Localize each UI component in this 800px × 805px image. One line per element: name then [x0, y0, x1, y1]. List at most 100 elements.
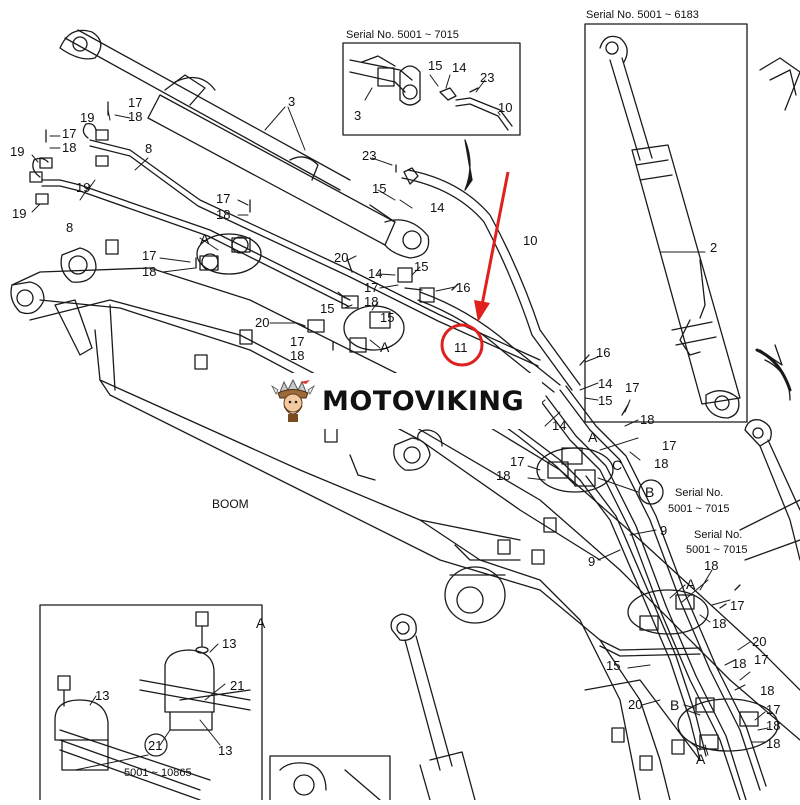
callout-18c: 18 — [216, 207, 230, 222]
mid-serial-line1: Serial No. — [694, 529, 742, 541]
detail-letter-a6: A — [256, 615, 266, 631]
callout-10a: 10 — [523, 233, 537, 248]
callout-15e: 15 — [598, 393, 612, 408]
callout-13b: 13 — [218, 743, 232, 758]
callout-16b: 16 — [596, 345, 610, 360]
callout-20a: 20 — [334, 250, 348, 265]
callout-8b: 8 — [66, 220, 73, 235]
callout-21a: 21 — [230, 678, 244, 693]
boom-label: BOOM — [212, 497, 249, 511]
b-serial-line1: Serial No. — [675, 487, 723, 499]
callout-3b: 3 — [354, 108, 361, 123]
callout-18h: 18 — [654, 456, 668, 471]
b-serial-line2: 5001 ~ 7015 — [668, 503, 729, 515]
callout-18b: 18 — [62, 140, 76, 155]
callout-14b: 14 — [368, 266, 382, 281]
callout-15c: 15 — [320, 301, 334, 316]
arm-cylinder-inset — [584, 23, 800, 423]
callout-14a: 14 — [430, 200, 444, 215]
callout-18o: 18 — [766, 736, 780, 751]
top-inset-serial: Serial No. 5001 ~ 7015 — [346, 29, 459, 41]
hose-10 — [401, 167, 581, 391]
pipes-8 — [32, 122, 541, 367]
right-inset-serial: Serial No. 5001 ~ 6183 — [586, 9, 699, 21]
callout-8a: 8 — [145, 141, 152, 156]
callout-15d: 15 — [380, 310, 394, 325]
callout-20c: 20 — [752, 634, 766, 649]
callout-18m: 18 — [760, 683, 774, 698]
detail-letter-b2: B — [670, 697, 679, 713]
callout-18i: 18 — [496, 468, 510, 483]
callout-21b: 21 — [148, 738, 162, 753]
callout-18g: 18 — [640, 412, 654, 427]
callout-3: 3 — [288, 94, 295, 109]
callout-2: 2 — [710, 240, 717, 255]
callout-9b: 9 — [588, 554, 595, 569]
top-inset — [342, 42, 521, 136]
callout-10b: 10 — [498, 100, 512, 115]
pipes-9 — [390, 379, 800, 801]
callout-13c: 13 — [95, 688, 109, 703]
callout-14e: 14 — [452, 60, 466, 75]
callout-11: 11 — [454, 340, 468, 355]
callout-15b: 15 — [414, 259, 428, 274]
leader-lines — [31, 74, 769, 771]
detail-letter-a2: A — [380, 339, 390, 355]
callout-17b: 17 — [62, 126, 76, 141]
callout-15f: 15 — [606, 658, 620, 673]
callout-17k: 17 — [754, 652, 768, 667]
callout-13a: 13 — [222, 636, 236, 651]
detail-letter-a1: A — [200, 231, 210, 247]
callout-23b: 23 — [480, 70, 494, 85]
clamps-fittings — [29, 101, 779, 752]
boom-cylinder-3 — [59, 29, 430, 259]
callouts: 3 8 8 17 18 19 17 18 19 19 19 17 18 17 1… — [10, 9, 780, 779]
callout-17c: 17 — [216, 191, 230, 206]
callout-15a: 15 — [372, 181, 386, 196]
callout-18e: 18 — [364, 294, 378, 309]
callout-14c: 14 — [598, 376, 612, 391]
callout-17l: 17 — [766, 702, 780, 717]
highlight-arrow — [440, 171, 510, 367]
bottom-left-serial: 5001 ~ 10865 — [124, 767, 192, 779]
detail-letter-a5: A — [696, 751, 706, 767]
callout-17e: 17 — [364, 280, 378, 295]
mid-serial-line2: 5001 ~ 7015 — [686, 544, 747, 556]
callout-14d: 14 — [552, 418, 566, 433]
callout-19b: 19 — [10, 144, 24, 159]
callout-17j: 17 — [730, 598, 744, 613]
callout-17g: 17 — [625, 380, 639, 395]
callout-23a: 23 — [362, 148, 376, 163]
callout-18d: 18 — [142, 264, 156, 279]
detail-letter-b1: B — [645, 484, 654, 500]
callout-19c: 19 — [76, 180, 90, 195]
detail-a-inset — [39, 604, 391, 801]
callout-9a: 9 — [660, 523, 667, 538]
detail-letter-c: C — [612, 457, 622, 473]
callout-18j: 18 — [704, 558, 718, 573]
callout-19a: 19 — [80, 110, 94, 125]
callout-17h: 17 — [662, 438, 676, 453]
watermark-text: MOTOVIKING — [322, 385, 525, 417]
callout-16a: 16 — [456, 280, 470, 295]
callout-18a: 18 — [128, 109, 142, 124]
callout-17a: 17 — [128, 95, 142, 110]
callout-17i: 17 — [510, 454, 524, 469]
callout-15g: 15 — [428, 58, 442, 73]
callout-20d: 20 — [628, 697, 642, 712]
callout-18k: 18 — [712, 616, 726, 631]
callout-18l: 18 — [732, 656, 746, 671]
detail-letter-a4: A — [686, 576, 696, 592]
callout-17f: 17 — [290, 334, 304, 349]
boom-structure — [10, 239, 800, 801]
callout-18n: 18 — [766, 718, 780, 733]
watermark-logo: MOTOVIKING — [262, 373, 542, 429]
callout-17d: 17 — [142, 248, 156, 263]
callout-18f: 18 — [290, 348, 304, 363]
viking-mascot-icon — [270, 378, 316, 422]
callout-19d: 19 — [12, 206, 26, 221]
callout-20b: 20 — [255, 315, 269, 330]
detail-letter-a3: A — [588, 429, 598, 445]
